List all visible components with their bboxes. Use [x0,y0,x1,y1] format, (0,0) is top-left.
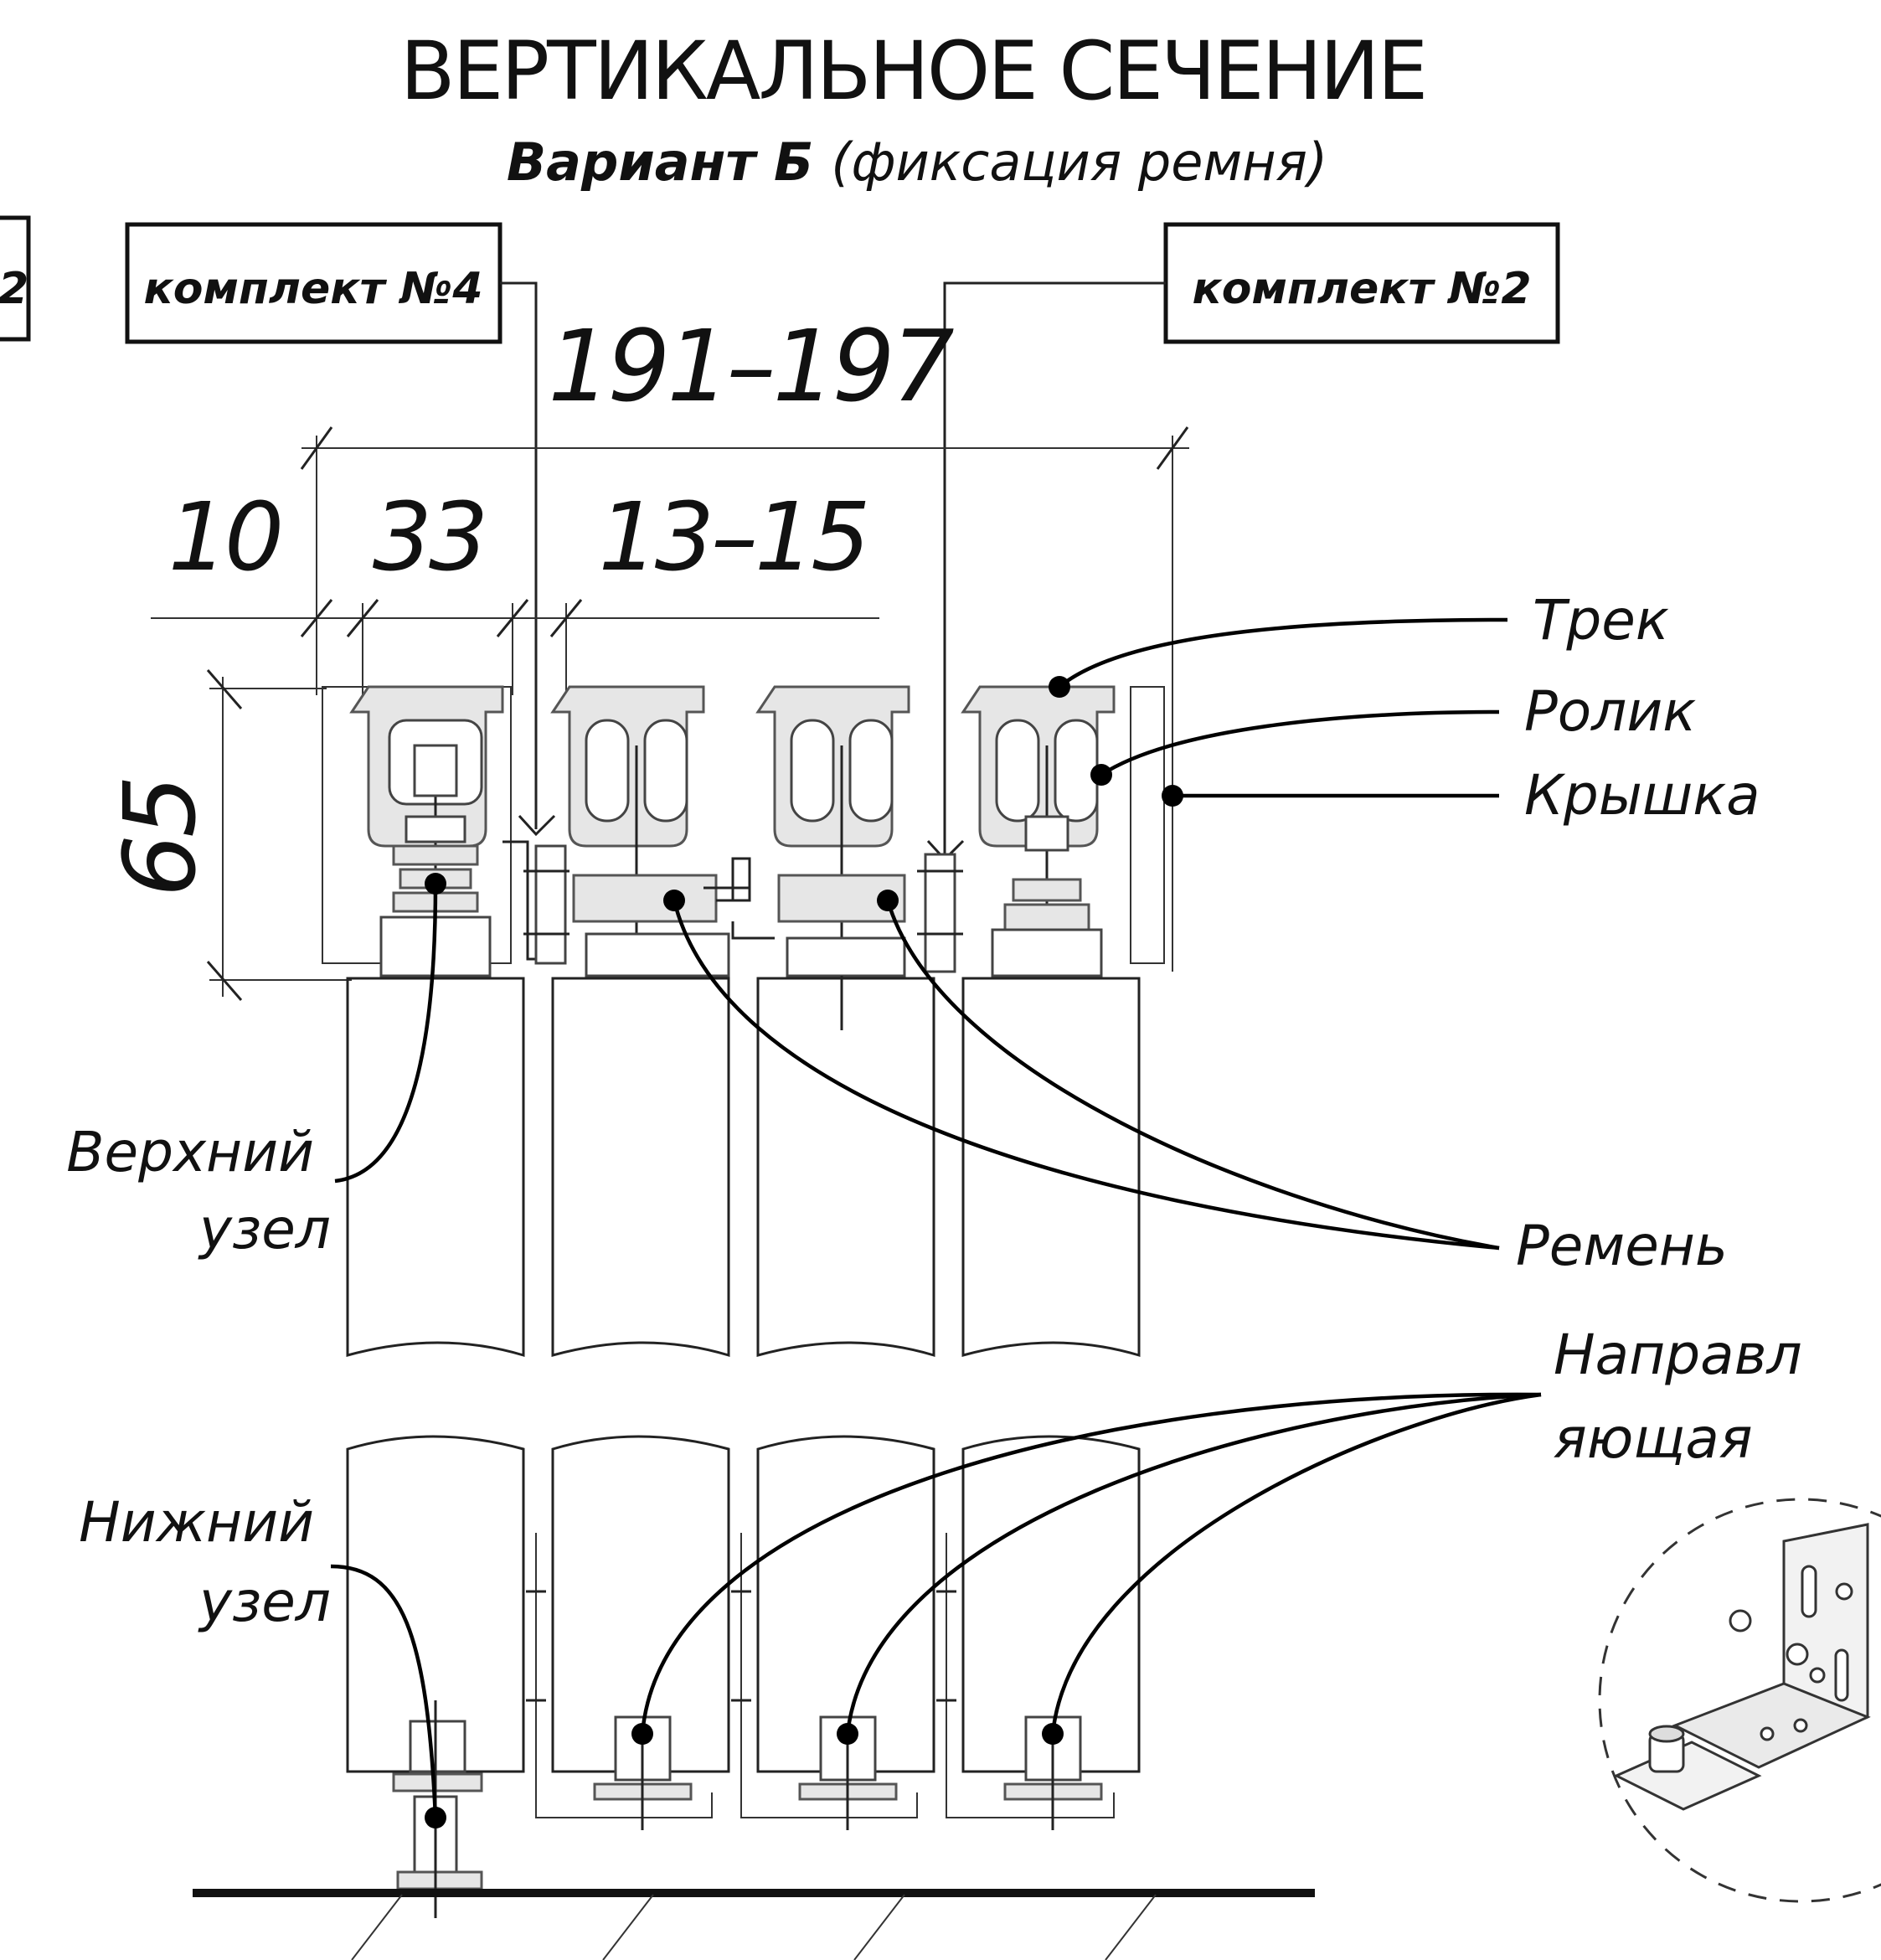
callout-dot-icon [631,1723,653,1745]
kit-2-label: комплект №2 [1192,264,1531,314]
callout-upper-node-2: узел [198,1197,331,1261]
leader-arrow-icon [518,814,556,837]
floor [193,1889,1315,1960]
callout-guide-1: Направл [1554,1323,1802,1387]
kit-4-leader [500,281,556,837]
track-profile-2 [550,685,705,848]
callout-cover: Крышка [1524,763,1760,828]
dim-33: 33 [373,483,486,592]
track-profile-4 [961,685,1116,848]
callout-track: Трек [1533,588,1669,652]
dim-overall: 191–197 [548,308,953,424]
callout-dot-icon [1162,785,1183,807]
page-subtitle: Вариант Б (фиксация ремня) [507,132,1327,193]
callout-roller: Ролик [1524,679,1696,744]
dim-10: 10 [168,483,281,592]
callout-dot-icon [1049,676,1070,698]
callout-guide-2: яющая [1554,1406,1753,1471]
callout-lower-node-2: узел [198,1570,331,1634]
callout-belt: Ремень [1516,1214,1728,1278]
door-panels-upper [346,976,1141,1358]
callout-dot-icon [425,1807,446,1828]
kit-4-box: комплект №4 [125,222,502,344]
page-title: ВЕРТИКАЛЬНОЕ СЕЧЕНИЕ [400,24,1425,118]
kit-4-label: комплект №4 [143,264,482,314]
subtitle-note: (фиксация ремня) [831,132,1327,193]
dim-13-15: 13–15 [598,483,867,592]
guide-bracket-detail-icon [1598,1498,1881,1903]
track-profile-3 [755,685,910,848]
dimension-lines [151,426,1189,1001]
callout-upper-node-1: Верхний [66,1120,314,1184]
dim-65: 65 [102,778,218,897]
callout-dot-icon [877,890,899,911]
track-assembly [322,685,1165,1030]
callout-dot-icon [663,890,685,911]
callout-dot-icon [1090,764,1112,786]
door-panels-lower [346,1435,1141,1918]
callout-leaders [330,617,1542,1828]
kit-2-box: комплект №2 [1163,222,1560,344]
callout-lower-node-1: Нижний [79,1490,314,1555]
callout-dot-icon [1042,1723,1064,1745]
kit-box-cropped: 2 [0,215,31,342]
subtitle-variant: Вариант Б [507,132,813,193]
kit-cropped-label: 2 [0,264,28,314]
callout-dot-icon [425,873,446,895]
callout-dot-icon [837,1723,858,1745]
